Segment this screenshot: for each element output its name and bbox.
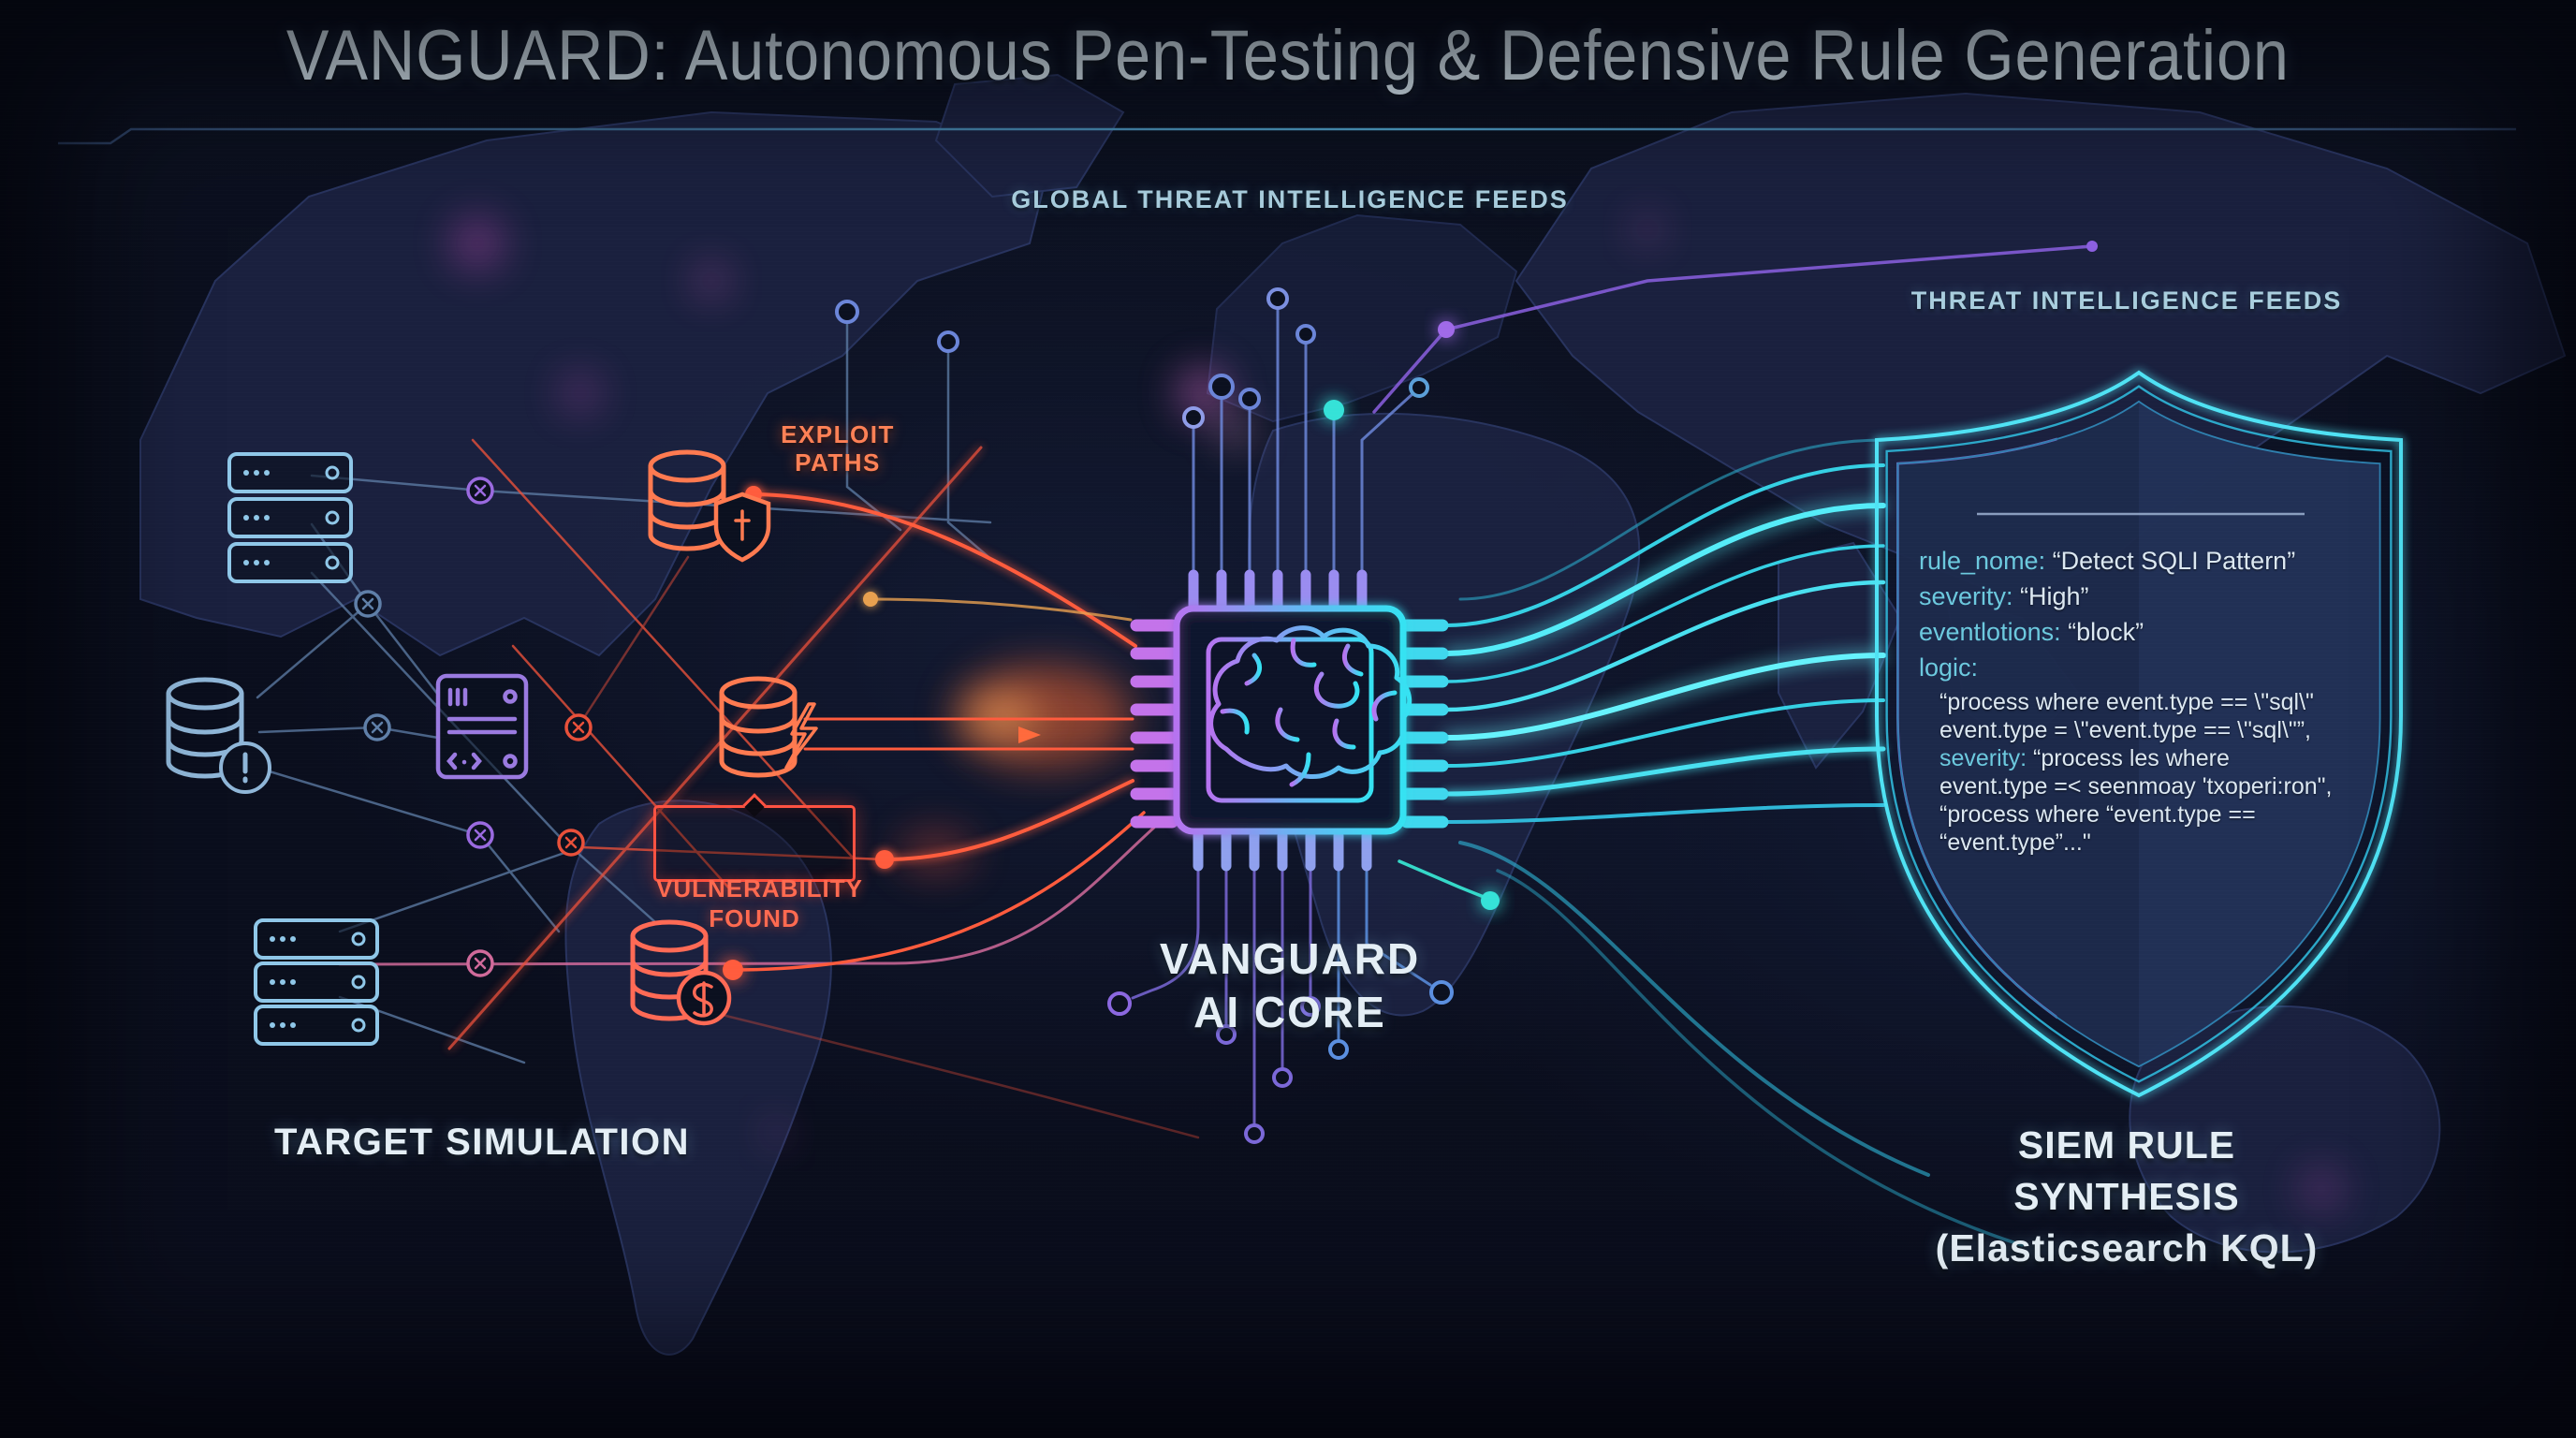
glow-dot <box>1324 400 1344 420</box>
code-line: event.type = \"event.type == \"sql\"”, <box>1939 717 2311 743</box>
vulnerability-found-callout: VULNERABILITY FOUND <box>653 793 862 932</box>
chip-icon <box>1130 569 1449 872</box>
threat-feed-trace <box>1372 244 2094 414</box>
target-simulation-icons <box>168 452 818 1046</box>
code-line: logic: <box>1919 653 1979 682</box>
database-dollar-icon <box>633 922 732 1026</box>
code-line: “process where event.type == \"sql\" <box>1939 689 2314 715</box>
threat-feeds-label: THREAT INTELLIGENCE FEEDS <box>1910 286 2343 315</box>
database-info-icon <box>168 680 271 794</box>
brain-icon <box>1208 625 1412 787</box>
code-line: severity: “process les where <box>1939 745 2230 771</box>
divider-line <box>58 127 2516 145</box>
code-line: “event.type”..." <box>1939 829 2091 856</box>
page-title: VANGUARD: Autonomous Pen-Testing & Defen… <box>286 16 2290 95</box>
exploit-paths-label: EXPLOIT PATHS <box>781 420 895 477</box>
vulnerability-found-label: VULNERABILITY FOUND <box>656 874 863 932</box>
global-feeds-label: GLOBAL THREAT INTELLIGENCE FEEDS <box>1011 185 1569 213</box>
ai-core-label: VANGUARD AI CORE <box>1159 934 1421 1037</box>
shield-icon <box>1875 371 2403 1097</box>
code-line: severity: “High” <box>1919 582 2089 610</box>
map-glow-spots <box>451 216 2342 1210</box>
database-bolt-icon <box>722 679 818 775</box>
database-shield-icon <box>651 452 771 563</box>
circuit-traces-bottom <box>1107 859 1500 1144</box>
app-server-icon <box>435 673 529 780</box>
network-node <box>564 713 593 741</box>
target-simulation-label: TARGET SIMULATION <box>274 1122 690 1163</box>
server-rack-icon <box>254 918 379 1046</box>
exploit-flow-lines <box>731 492 1146 972</box>
glow-dot <box>1481 891 1500 910</box>
network-node <box>466 949 494 977</box>
siem-synthesis-label: SIEM RULE SYNTHESIS (Elasticsearch KQL) <box>1935 1123 2319 1269</box>
flow-arrow-icon <box>1018 726 1041 743</box>
code-line: rule_nome: “Detect SQLI Pattern” <box>1919 547 2296 575</box>
code-line: “process where “event.type == <box>1939 801 2256 828</box>
network-node <box>466 477 494 505</box>
network-node <box>354 590 382 618</box>
network-node <box>466 821 494 849</box>
server-rack-icon <box>227 452 353 583</box>
code-line: event.type =< seenmoay 'txoperi:ron", <box>1939 773 2333 800</box>
network-node <box>557 829 585 857</box>
network-graph <box>249 321 1200 1139</box>
siem-rule-code: rule_nome: “Detect SQLI Pattern” severit… <box>1919 547 2368 858</box>
rule-flow-lines <box>1443 438 2024 1247</box>
network-node <box>363 713 391 741</box>
code-line: eventlotions: “block” <box>1919 618 2144 646</box>
